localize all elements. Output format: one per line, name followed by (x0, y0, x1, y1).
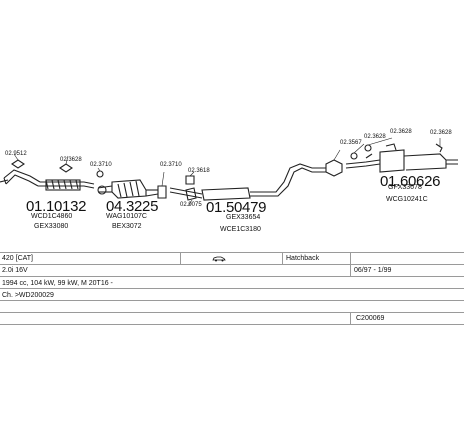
model-cell: 420 [CAT] (2, 255, 33, 262)
part-ref: GEX33080 (34, 223, 69, 230)
table-divider (350, 252, 351, 264)
part-ref: WCD1C4860 (31, 213, 73, 220)
catalog-number-cell: C200069 (356, 315, 385, 322)
part-ref: WCE1C3180 (220, 226, 261, 233)
table-rule (0, 252, 464, 253)
table-rule (0, 324, 464, 325)
chassis-cell: Ch. >WD200029 (2, 292, 54, 299)
exhaust-system-drawing (0, 137, 458, 207)
engine-cell: 2.0i 16V (2, 267, 28, 274)
rear-silencer-part (345, 149, 458, 173)
leader-lines (13, 137, 441, 207)
car-icon (212, 256, 226, 262)
part-code: 01.10132 (26, 198, 87, 215)
fitting-label: 02.9512 (5, 151, 27, 157)
table-divider (180, 252, 181, 264)
body-type-cell: Hatchback (286, 255, 320, 262)
part-ref: WCG10241C (386, 196, 428, 203)
spec-cell: 1994 cc, 104 kW, 99 kW, M 20T16 - (2, 280, 113, 287)
fitting-label: 02.3710 (160, 162, 182, 168)
fitting-label: 02.3628 (390, 129, 412, 135)
table-divider (282, 252, 283, 264)
fitting-label: 02.9075 (180, 202, 202, 208)
table-rule (0, 276, 464, 277)
fitting-clamps (11, 143, 443, 201)
part-ref: GFX33678 (388, 184, 422, 191)
part-code: 04.3225 (106, 198, 159, 215)
catalyst-part (97, 179, 159, 199)
fitting-label: 02.3710 (90, 162, 112, 168)
fitting-label: 02.3567 (340, 140, 362, 146)
fitting-label: 02.3628 (364, 134, 386, 140)
part-code: 01.60626 (380, 173, 441, 190)
part-ref: BEX3072 (112, 223, 142, 230)
part-code: 01.50479 (206, 199, 267, 216)
table-divider (350, 264, 351, 276)
part-ref: GEX33654 (226, 214, 261, 221)
table-rule (0, 300, 464, 301)
fitting-label: 02.3628 (430, 130, 452, 136)
years-cell: 06/97 - 1/99 (354, 267, 392, 274)
part-ref: WAG10107C (106, 213, 147, 220)
fitting-label: 02.3618 (188, 168, 210, 174)
table-divider (350, 312, 351, 324)
table-rule (0, 264, 464, 265)
table-rule (0, 288, 464, 289)
table-rule (0, 312, 464, 313)
front-pipe-part (0, 169, 95, 191)
fitting-label: 02.3628 (60, 157, 82, 163)
